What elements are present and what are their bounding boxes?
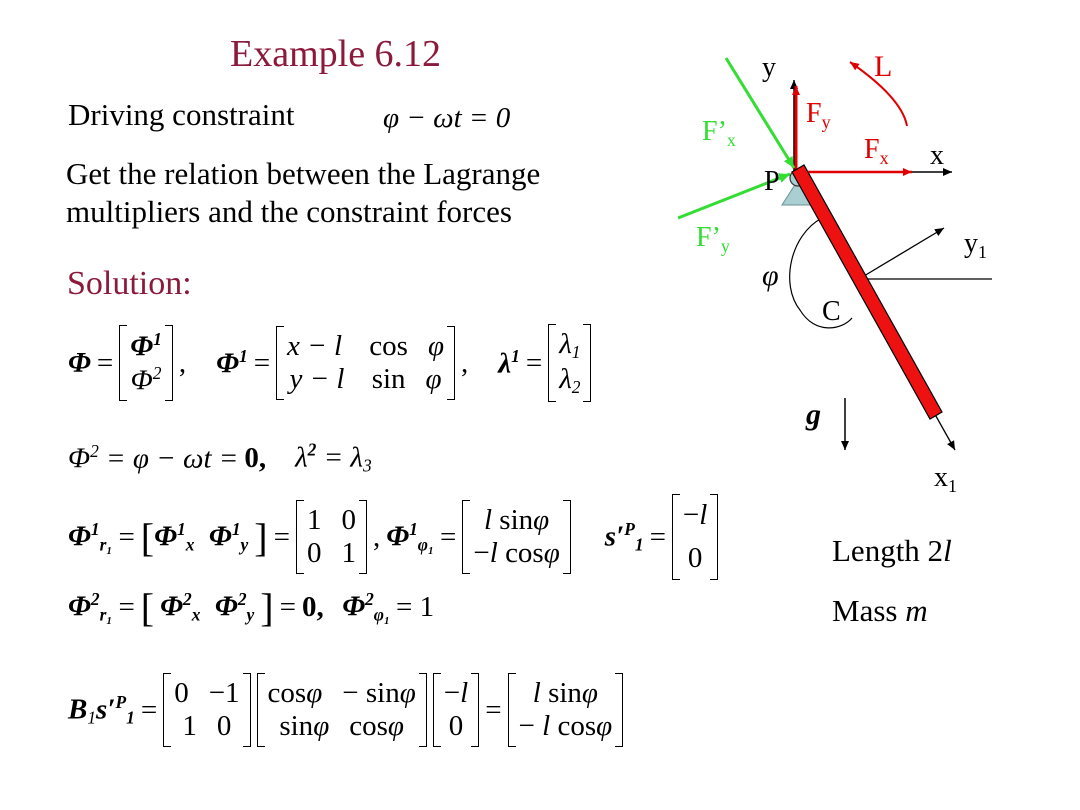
y1-axis-label: y1 <box>964 228 987 262</box>
equation-jacobian-2: Φ2r₁= [Φ2x Φ2y]=0, Φ2φ₁= 1 <box>68 585 435 630</box>
red-bar <box>791 164 943 420</box>
x1-axis-label: x1 <box>934 462 957 496</box>
phi-label: φ <box>762 259 779 292</box>
fx-label: Fx <box>864 134 889 168</box>
slide-title: Example 6.12 <box>230 33 442 75</box>
y1-axis-arrow <box>858 227 945 280</box>
x-axis-label: x <box>930 140 944 171</box>
description-line-1: Get the relation between the Lagrange <box>66 156 541 191</box>
fpy-label: F’y <box>696 222 730 256</box>
y-axis-label: y <box>762 52 776 83</box>
phi-angle-curve <box>789 217 853 329</box>
driving-constraint-equation: φ − ωt = 0 <box>383 102 511 134</box>
moment-L-label: L <box>874 50 892 83</box>
driving-constraint-label: Driving constraint <box>68 97 295 132</box>
moment-L-arrow <box>849 61 908 127</box>
fpx-label: F’x <box>702 116 736 150</box>
equation-phi2: Φ2 = φ − ωt =0, λ2 = λ3 <box>68 440 372 476</box>
point-C-label: C <box>822 296 841 327</box>
fpx-arrow <box>724 57 796 169</box>
fy-label: Fy <box>806 98 831 132</box>
fpy-arrow <box>677 172 791 220</box>
description-line-2: multipliers and the constraint forces <box>66 194 512 229</box>
length-label: Length 2l <box>832 533 952 568</box>
mass-label: Mass m <box>832 593 928 628</box>
gravity-label: g <box>805 398 821 431</box>
solution-label: Solution: <box>67 265 192 302</box>
point-P-label: P <box>764 166 780 197</box>
